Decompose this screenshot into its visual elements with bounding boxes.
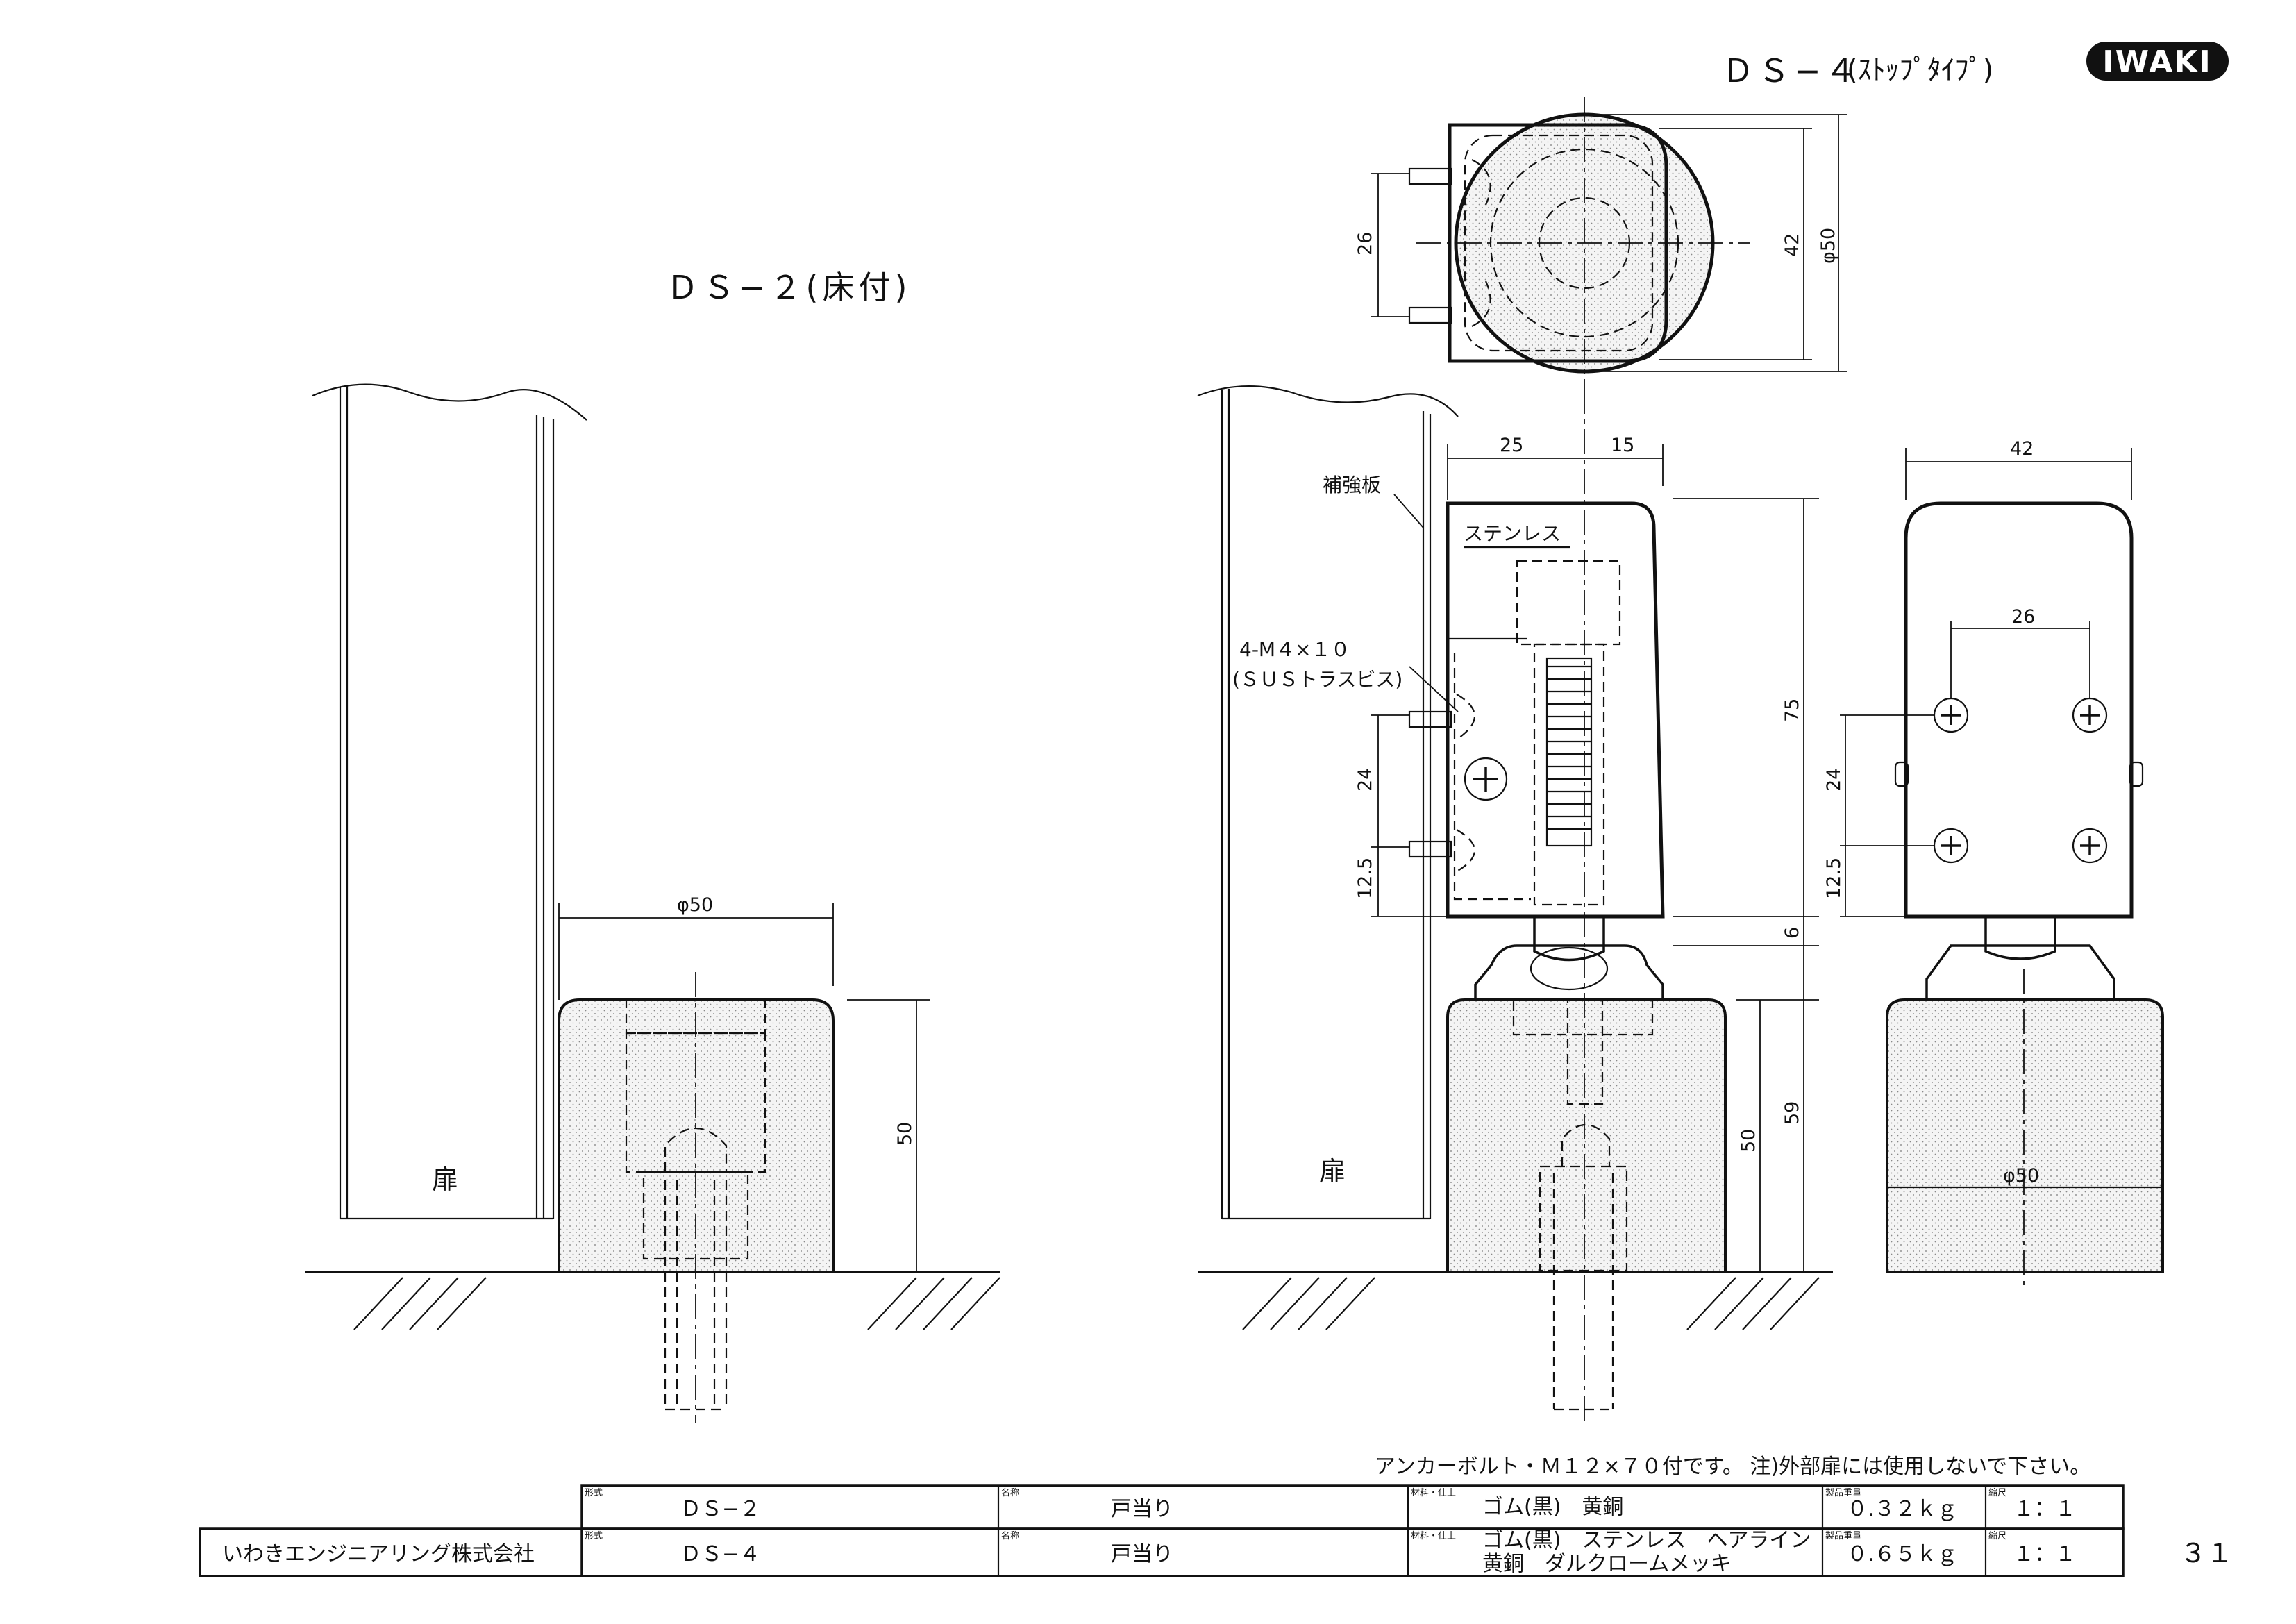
label-name-2: 名称: [1001, 1530, 1019, 1541]
ds4-side-view: 扉: [1197, 385, 1833, 1423]
front-screws: [1933, 697, 2108, 864]
ds2-dim-height: 50: [894, 1122, 916, 1146]
ds4-side-dim-50: 50: [1738, 1129, 1759, 1153]
label-model-2: 形式: [585, 1531, 603, 1541]
ds2-door: 扉: [312, 383, 587, 1220]
ds4-side-dim-75: 75: [1782, 698, 1803, 722]
ds4-side-dim-12-5: 12.5: [1355, 857, 1376, 899]
ds4-side-dim-25: 25: [1500, 435, 1523, 456]
label-scale-2: 縮尺: [1988, 1530, 2006, 1541]
ds2-dim-diameter: φ50: [677, 894, 713, 916]
ds4-title: ＤＳ−４: [1722, 52, 1861, 90]
ds4-side-screw-label-2: (ＳＵＳトラスビス): [1232, 668, 1402, 691]
label-weight-1: 製品重量: [1825, 1487, 1861, 1498]
ds4-side-dim-15: 15: [1611, 435, 1634, 456]
header: ＤＳ−４ (ｽﾄｯﾌﾟﾀｲﾌﾟ) IWAKI: [1722, 42, 2229, 90]
company-name: いわきエンジニアリング株式会社: [222, 1542, 535, 1566]
row1-material: ゴム(黒) 黄銅: [1482, 1495, 1623, 1519]
iwaki-logo: IWAKI: [2086, 42, 2229, 81]
ds4-front-dim-26: 26: [2011, 606, 2035, 628]
ds4-side-plate-label: 補強板: [1323, 474, 1381, 496]
ds4-side-dim-24: 24: [1355, 768, 1376, 792]
ds2-title: ＤＳ−２(床付): [667, 269, 911, 306]
phillips-screw-icon: [2072, 828, 2108, 864]
label-weight-2: 製品重量: [1825, 1530, 1861, 1541]
row1-name: 戸当り: [1111, 1497, 1173, 1521]
label-model-1: 形式: [585, 1488, 603, 1498]
ds4-top-dim-phi50: φ50: [1818, 228, 1839, 264]
row2-weight: ０.６５ｋｇ: [1847, 1542, 1958, 1566]
ds4-front-dim-phi50: φ50: [2003, 1165, 2039, 1187]
row2-name: 戸当り: [1111, 1542, 1173, 1566]
ds4-top-view: 26 42 φ50: [1355, 97, 1847, 389]
row2-model: ＤＳ−４: [680, 1542, 760, 1566]
phillips-screw-icon: [1464, 757, 1508, 801]
row1-model: ＤＳ−２: [680, 1497, 760, 1521]
row2-material-line2: 黄銅 ダルクロームメッキ: [1482, 1552, 1732, 1576]
page-number: ３１: [2180, 1538, 2233, 1568]
ds2-dimensions: φ50 50: [558, 894, 930, 1273]
ds4-front-dim-12-5: 12.5: [1823, 857, 1845, 899]
ds4-top-dim-26: 26: [1355, 232, 1376, 256]
logo-text: IWAKI: [2102, 44, 2211, 80]
ds4-side-screw-label-1: 4-M４×１０: [1239, 638, 1350, 661]
title-block: いわきエンジニアリング株式会社 形式 名称 材料・仕上 製品重量 縮尺 ＤＳ−２…: [199, 1484, 2125, 1577]
label-material-2: 材料・仕上: [1411, 1531, 1456, 1541]
ds4-front-view: 42 26 24 12.5 φ50: [1823, 438, 2164, 1291]
ds4-front-dim-42: 42: [2010, 438, 2034, 460]
anchor-note: アンカーボルト・Ｍ１２×７０付です。 注)外部扉には使用しないで下さい。: [1375, 1455, 2090, 1479]
ds4-front-dim-24: 24: [1823, 768, 1845, 792]
label-material-1: 材料・仕上: [1411, 1488, 1456, 1498]
phillips-screw-icon: [1933, 697, 1969, 733]
row2-scale: １：１: [2013, 1542, 2076, 1566]
label-scale-1: 縮尺: [1988, 1487, 2006, 1498]
phillips-screw-icon: [1933, 828, 1969, 864]
ds4-side-dim-59: 59: [1782, 1101, 1803, 1125]
ds4-side-spring: [1545, 657, 1593, 847]
ds4-subtitle: (ｽﾄｯﾌﾟﾀｲﾌﾟ): [1847, 54, 1993, 86]
ds2-floor: [305, 1271, 1000, 1330]
row2-material: ゴム(黒) ステンレス ヘアライン: [1482, 1528, 1811, 1552]
ds2-door-label: 扉: [432, 1164, 458, 1195]
row1-weight: ０.３２ｋｇ: [1847, 1497, 1958, 1521]
ds2-hidden-lines: [625, 972, 766, 1423]
ds4-side-stainless-label: ステンレス: [1464, 522, 1561, 545]
ds4-side-door-label: 扉: [1319, 1156, 1346, 1187]
ds4-top-dim-42: 42: [1782, 233, 1803, 257]
phillips-screw-icon: [2072, 697, 2108, 733]
label-name-1: 名称: [1001, 1487, 1019, 1498]
ds4-side-dim-6: 6: [1782, 927, 1803, 939]
ds2-drawing: ＤＳ−２(床付) 扉: [305, 269, 1000, 1423]
row1-scale: １：１: [2013, 1497, 2076, 1521]
